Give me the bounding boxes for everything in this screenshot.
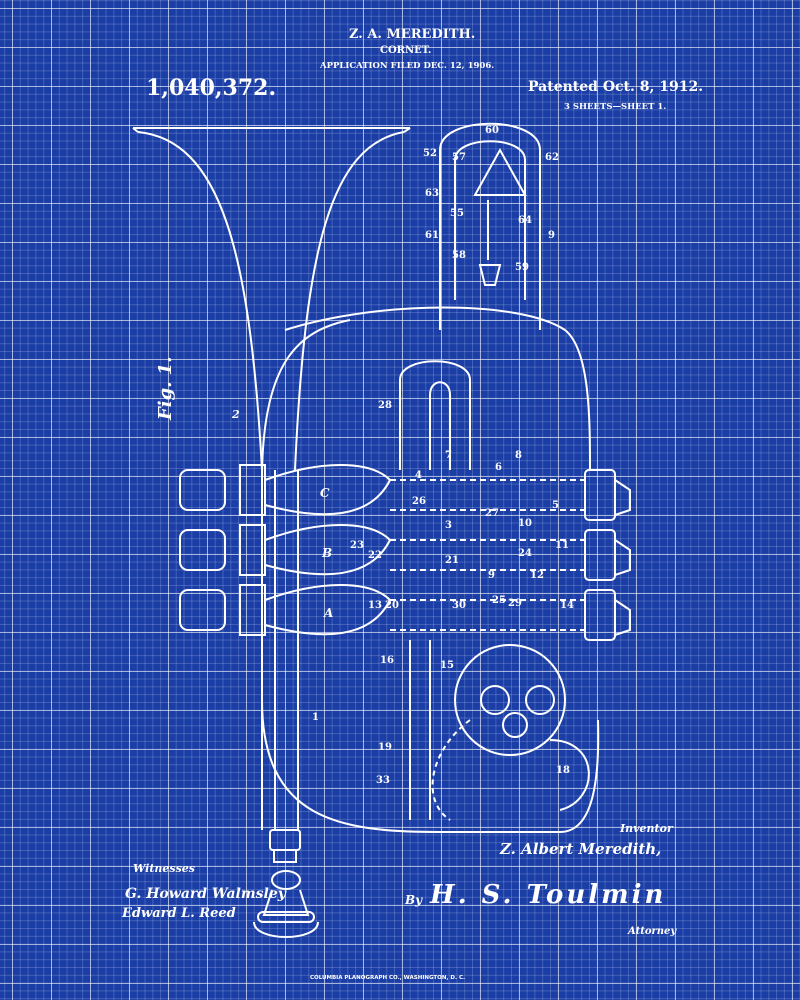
patented-date: Patented Oct. 8, 1912. [528, 79, 704, 95]
part-label: B [322, 546, 333, 560]
part-label: 13 [368, 600, 382, 611]
sheet-count: 3 SHEETS—SHEET 1. [564, 102, 667, 112]
part-label: 10 [518, 518, 532, 529]
part-label: 1 [312, 712, 319, 723]
part-label: 11 [555, 540, 569, 551]
part-label: 8 [515, 450, 522, 461]
part-label: C [320, 486, 330, 500]
part-label: 9 [548, 230, 555, 241]
part-label: 29 [508, 598, 522, 609]
part-label: 24 [518, 548, 532, 559]
part-label: 62 [545, 152, 559, 163]
part-label: 6 [495, 462, 502, 473]
part-label: 16 [380, 655, 394, 666]
part-label: 19 [378, 742, 392, 753]
part-label: A [324, 606, 334, 620]
part-label: 33 [376, 775, 390, 786]
part-label: 26 [412, 496, 426, 507]
part-label: 2 [232, 408, 240, 421]
part-label: 58 [452, 250, 466, 261]
part-label: 4 [415, 470, 422, 481]
part-label: 3 [445, 520, 452, 531]
part-label: 21 [445, 555, 459, 566]
part-label: 30 [452, 600, 466, 611]
figure-label: Fig. 1. [155, 356, 176, 420]
part-label: 7 [445, 450, 452, 461]
part-label: 64 [518, 215, 532, 226]
part-label: 57 [452, 152, 466, 163]
by-label: By [405, 893, 423, 907]
patent-title: CORNET. [380, 45, 432, 56]
patent-number: 1,040,372. [146, 75, 277, 101]
part-label: 18 [556, 765, 570, 776]
part-label: 9 [488, 570, 495, 581]
witness-signature-2: Edward L. Reed [122, 906, 236, 921]
part-label: 25 [492, 595, 506, 606]
part-label: 20 [385, 600, 399, 611]
part-label: 52 [423, 148, 437, 159]
inventor-label: Inventor [620, 822, 673, 835]
inventor-signature: Z. Albert Meredith, [500, 840, 662, 858]
application-date: APPLICATION FILED DEC. 12, 1906. [320, 61, 495, 71]
part-label: 5 [552, 500, 559, 511]
attorney-signature: H. S. Toulmin [430, 880, 667, 910]
printer-credit: COLUMBIA PLANOGRAPH CO., WASHINGTON, D. … [310, 975, 466, 981]
witnesses-label: Witnesses [133, 862, 195, 875]
part-label: 61 [425, 230, 439, 241]
part-label: 23 [350, 540, 364, 551]
part-label: 60 [485, 125, 499, 136]
part-label: 55 [450, 208, 464, 219]
part-label: 15 [440, 660, 454, 671]
part-label: 27 [485, 508, 499, 519]
part-label: 12 [530, 570, 544, 581]
part-label: 28 [378, 400, 392, 411]
part-label: 14 [560, 600, 574, 611]
part-label: 59 [515, 262, 529, 273]
part-label: 63 [425, 188, 439, 199]
witness-signature-1: G. Howard Walmsley [125, 886, 286, 902]
part-label: 22 [368, 550, 382, 561]
inventor-name: Z. A. MEREDITH. [349, 27, 476, 42]
attorney-label: Attorney [628, 926, 677, 937]
